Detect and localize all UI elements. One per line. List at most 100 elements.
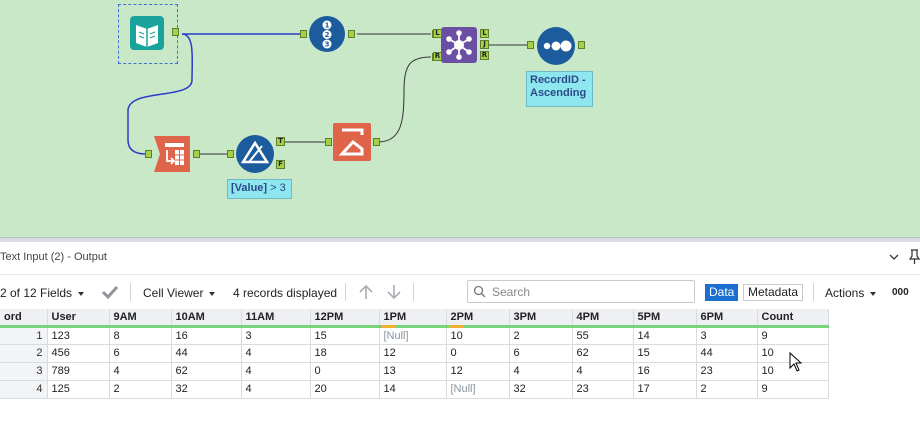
table-cell[interactable]: 13 — [379, 362, 447, 381]
record-id-input-anchor[interactable] — [300, 30, 307, 38]
table-cell[interactable]: 2 — [109, 380, 172, 399]
actions-menu[interactable]: Actions — [825, 286, 877, 300]
table-cell[interactable]: 123 — [47, 326, 110, 345]
table-cell[interactable]: 23 — [696, 362, 758, 381]
column-header[interactable]: Count — [757, 309, 829, 328]
search-input[interactable] — [490, 283, 694, 301]
more-options-button[interactable]: 000 — [892, 287, 909, 298]
table-cell[interactable]: 4 — [241, 344, 311, 363]
summarize-icon[interactable] — [332, 122, 372, 162]
arrow-up-icon[interactable] — [357, 283, 375, 301]
table-cell[interactable]: 4 — [572, 362, 634, 381]
table-cell[interactable]: 125 — [47, 380, 110, 399]
transpose-input-anchor[interactable] — [145, 150, 152, 158]
filter-icon[interactable] — [235, 134, 275, 174]
record-number-cell[interactable]: 4 — [0, 380, 48, 399]
table-cell[interactable]: 9 — [757, 380, 829, 399]
transpose-output-anchor[interactable] — [193, 150, 200, 158]
table-cell[interactable]: 6 — [109, 344, 172, 363]
cell-viewer-dropdown[interactable]: Cell Viewer — [143, 286, 216, 300]
column-header[interactable]: 6PM — [696, 309, 758, 328]
join-join-output-anchor[interactable]: J — [480, 40, 489, 49]
table-cell[interactable]: 14 — [633, 326, 697, 345]
tab-data[interactable]: Data — [705, 284, 739, 301]
column-header[interactable]: 12PM — [310, 309, 380, 328]
table-cell[interactable]: 10 — [446, 326, 510, 345]
table-cell[interactable]: 16 — [171, 326, 242, 345]
table-cell[interactable]: 0 — [310, 362, 380, 381]
column-header[interactable]: 3PM — [509, 309, 573, 328]
join-left-output-anchor[interactable]: L — [480, 29, 489, 38]
table-cell[interactable]: 18 — [310, 344, 380, 363]
table-cell[interactable]: 23 — [572, 380, 634, 399]
sort-icon[interactable] — [536, 26, 576, 66]
table-cell[interactable]: 32 — [509, 380, 573, 399]
summarize-input-anchor[interactable] — [325, 138, 332, 146]
summarize-output-anchor[interactable] — [373, 138, 380, 146]
table-cell[interactable]: 3 — [696, 326, 758, 345]
search-box[interactable] — [467, 280, 695, 303]
table-cell[interactable]: 9 — [757, 326, 829, 345]
table-cell[interactable]: 4 — [109, 362, 172, 381]
table-cell[interactable]: 12 — [446, 362, 510, 381]
column-header[interactable]: 1PM — [379, 309, 447, 328]
table-cell[interactable]: 3 — [241, 326, 311, 345]
table-cell[interactable]: 44 — [171, 344, 242, 363]
filter-false-output-anchor[interactable]: F — [276, 160, 285, 169]
table-cell[interactable]: 15 — [633, 344, 697, 363]
table-cell[interactable]: 32 — [171, 380, 242, 399]
column-header[interactable]: 9AM — [109, 309, 172, 328]
column-header[interactable]: 5PM — [633, 309, 697, 328]
table-cell[interactable]: 6 — [509, 344, 573, 363]
join-right-output-anchor[interactable]: R — [480, 51, 489, 60]
column-header[interactable]: ord — [0, 309, 48, 328]
column-header[interactable]: User — [47, 309, 110, 328]
pin-icon[interactable] — [908, 249, 920, 265]
table-cell[interactable]: 2 — [696, 380, 758, 399]
table-cell[interactable]: 20 — [310, 380, 380, 399]
column-header[interactable]: 2PM — [446, 309, 510, 328]
join-icon[interactable] — [440, 26, 478, 64]
record-id-icon[interactable]: 1 2 3 — [308, 15, 346, 53]
table-cell[interactable]: 10 — [757, 362, 829, 381]
table-cell[interactable]: 44 — [696, 344, 758, 363]
fields-selector[interactable]: 2 of 12 Fields — [0, 286, 85, 300]
chevron-down-icon[interactable] — [889, 252, 899, 262]
column-header[interactable]: 10AM — [171, 309, 242, 328]
checkmark-icon[interactable] — [101, 285, 119, 299]
column-header[interactable]: 4PM — [572, 309, 634, 328]
table-cell[interactable]: [Null] — [379, 326, 447, 345]
sort-input-anchor[interactable] — [527, 41, 534, 49]
table-cell[interactable]: 4 — [509, 362, 573, 381]
tab-metadata[interactable]: Metadata — [743, 284, 804, 301]
record-number-cell[interactable]: 2 — [0, 344, 48, 363]
table-cell[interactable]: 456 — [47, 344, 110, 363]
table-cell[interactable]: 0 — [446, 344, 510, 363]
table-cell[interactable]: [Null] — [446, 380, 510, 399]
record-number-cell[interactable]: 1 — [0, 326, 48, 345]
table-cell[interactable]: 4 — [241, 380, 311, 399]
table-cell[interactable]: 8 — [109, 326, 172, 345]
table-cell[interactable]: 17 — [633, 380, 697, 399]
record-number-cell[interactable]: 3 — [0, 362, 48, 381]
filter-input-anchor[interactable] — [227, 150, 234, 158]
filter-true-output-anchor[interactable]: T — [276, 137, 285, 146]
record-id-output-anchor[interactable] — [348, 30, 355, 38]
sort-output-anchor[interactable] — [578, 41, 585, 49]
table-cell[interactable]: 4 — [241, 362, 311, 381]
column-header[interactable]: 11AM — [241, 309, 311, 328]
arrow-down-icon[interactable] — [385, 283, 403, 301]
transpose-icon[interactable] — [152, 134, 192, 174]
table-cell[interactable]: 14 — [379, 380, 447, 399]
table-cell[interactable]: 62 — [171, 362, 242, 381]
table-cell[interactable]: 789 — [47, 362, 110, 381]
workflow-canvas[interactable]: 1 2 3 L J R L R RecordID - Ascending — [0, 0, 920, 237]
table-cell[interactable]: 15 — [310, 326, 380, 345]
table-cell[interactable]: 2 — [509, 326, 573, 345]
pane-splitter[interactable] — [0, 237, 920, 242]
table-cell[interactable]: 55 — [572, 326, 634, 345]
